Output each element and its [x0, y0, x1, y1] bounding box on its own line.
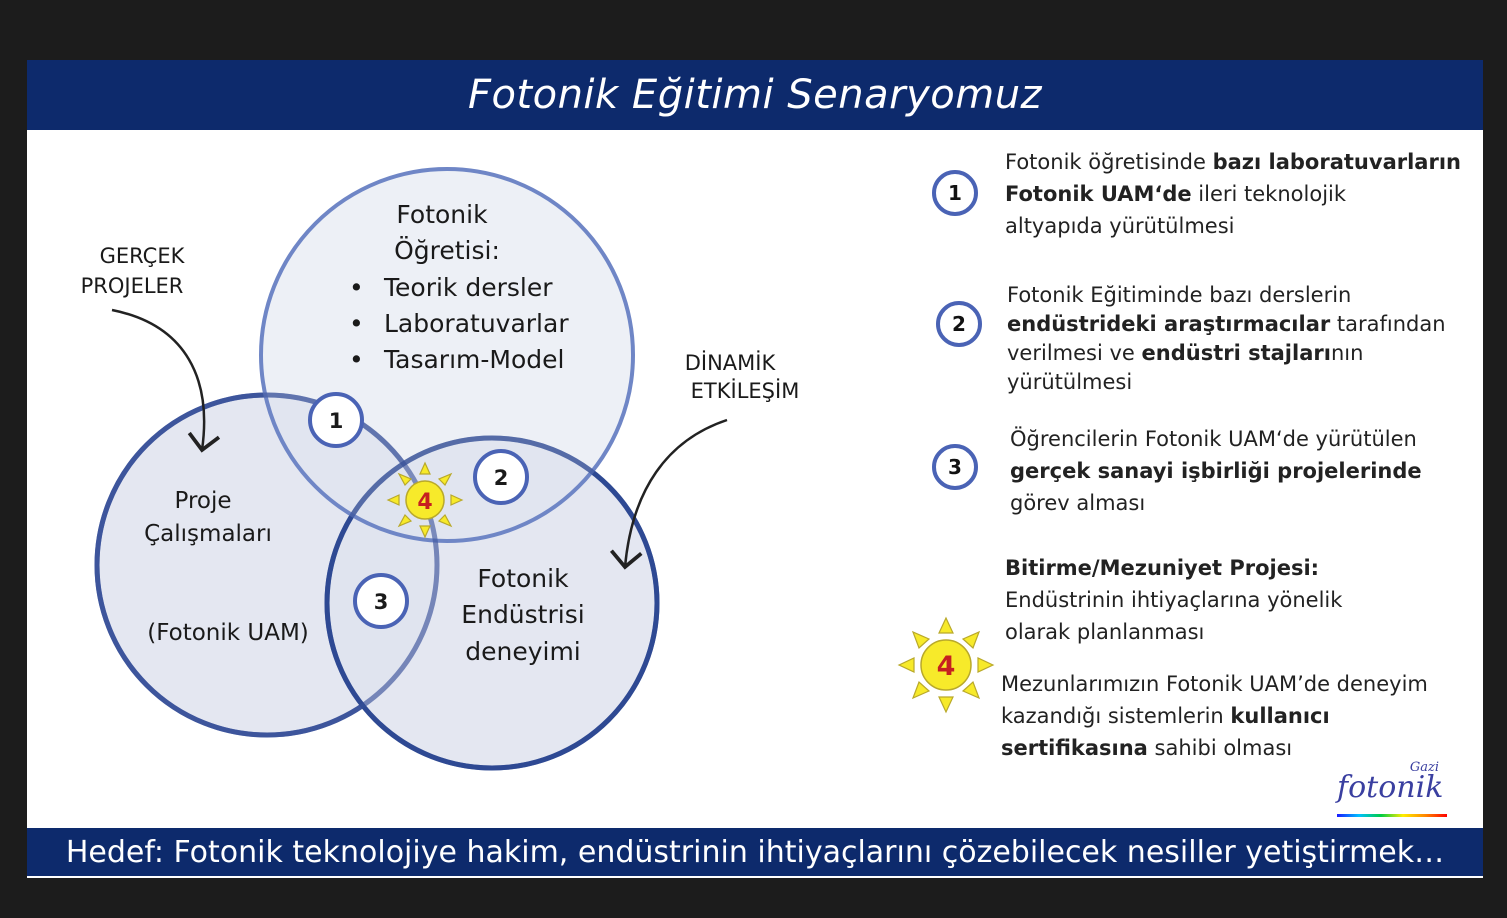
annotation-gercek-2: PROJELER — [81, 274, 184, 298]
annotation-dinamik-2: ETKİLEŞİM — [691, 378, 800, 403]
ogreti-bullet-3: Tasarım-Model — [383, 345, 564, 374]
legend-item-1: Fotonik öğretisinde bazı laboratuvarları… — [1005, 150, 1461, 238]
logo-small-text: Gazi — [1409, 760, 1439, 775]
arrow-dinamik-etkilesim — [609, 418, 728, 570]
footer-goal-text: Hedef: Fotonik teknolojiye hakim, endüst… — [65, 834, 1445, 870]
slide-title: Fotonik Eğitimi Senaryomuz — [467, 72, 1043, 118]
legend-item-4-cont: Mezunlarımızın Fotonik UAM’de deneyim ka… — [1001, 672, 1428, 760]
legend-item-4: Bitirme/Mezuniyet Projesi: Endüstrinin i… — [1005, 556, 1343, 644]
footer-banner: Hedef: Fotonik teknolojiye hakim, endüst… — [27, 828, 1483, 876]
svg-text:4: 4 — [417, 490, 432, 515]
circle-ogreti — [259, 167, 635, 543]
svg-text:1: 1 — [329, 409, 344, 433]
endustri-line-2: Endüstrisi — [461, 600, 584, 629]
title-banner: Fotonik Eğitimi Senaryomuz — [27, 60, 1483, 130]
legend-badge-1: 1 — [932, 170, 978, 216]
endustri-line-3: deneyimi — [465, 637, 581, 666]
ogreti-bullet-dot: • — [349, 309, 364, 338]
venn-badge-2: 2 — [473, 449, 529, 505]
ogreti-bullet-1: Teorik dersler — [383, 273, 553, 302]
arrow-gercek-projeler — [111, 308, 221, 453]
svg-text:3: 3 — [374, 590, 389, 614]
venn-diagram: Fotonik Öğretisi: • Teorik dersler • Lab… — [81, 167, 800, 771]
ogreti-bullet-2: Laboratuvarlar — [384, 309, 569, 338]
svg-text:4: 4 — [937, 651, 956, 682]
venn-sun-badge-4: 4 — [386, 461, 464, 539]
ogreti-bullet-dot: • — [349, 345, 364, 374]
logo-rainbow-rule — [1337, 814, 1447, 817]
annotation-dinamik-1: DİNAMİK — [685, 350, 777, 375]
gazi-fotonik-logo: Gazi fotonik — [1337, 760, 1457, 820]
legend-item-2: Fotonik Eğitiminde bazı derslerin endüst… — [1007, 283, 1446, 394]
ogreti-bullet-dot: • — [349, 273, 364, 302]
slide: Fotonik Eğitimi Senaryomuz Fotonik Öğret… — [27, 60, 1483, 878]
proje-line-3: (Fotonik UAM) — [147, 620, 309, 646]
circle-outline-proje — [94, 392, 440, 738]
proje-line-1: Proje — [174, 488, 231, 514]
annotation-gercek-1: GERÇEK — [100, 244, 186, 268]
endustri-line-1: Fotonik — [477, 564, 569, 593]
venn-badge-3: 3 — [353, 573, 409, 629]
circle-outline-endustri — [324, 435, 660, 771]
ogreti-heading-1: Fotonik — [396, 200, 488, 229]
legend-sun-badge-4: 4 — [897, 616, 995, 714]
legend-item-3: Öğrencilerin Fotonik UAM‘de yürütülen ge… — [1010, 427, 1422, 515]
venn-badge-1: 1 — [308, 392, 364, 448]
ogreti-heading-2: Öğretisi: — [394, 236, 500, 265]
proje-line-2: Çalışmaları — [144, 521, 272, 547]
svg-text:2: 2 — [494, 466, 509, 490]
legend-badge-3: 3 — [932, 444, 978, 490]
logo-main-text: fotonik — [1337, 770, 1444, 805]
legend-badge-2: 2 — [936, 301, 982, 347]
